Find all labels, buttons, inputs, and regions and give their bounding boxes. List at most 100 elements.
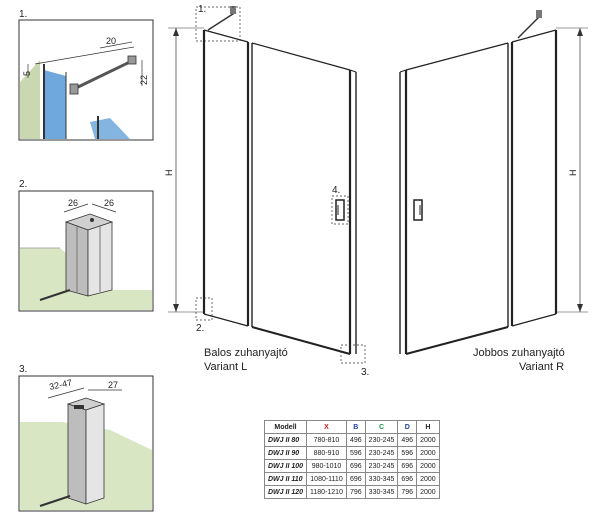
spec-value-cell: 330-345 — [364, 472, 399, 486]
spec-value-cell: 696 — [397, 472, 418, 486]
spec-value-cell: 230-245 — [364, 459, 399, 473]
detail-1-stabilizer-bar — [75, 58, 135, 90]
left-stabilizer-bar — [207, 11, 237, 31]
detail-2-dim-line-2 — [91, 203, 117, 213]
left-callout-box-2 — [195, 297, 213, 321]
spec-value-cell: 696 — [345, 459, 366, 473]
spec-value-cell: 230-245 — [364, 433, 399, 447]
right-height-label: H — [568, 170, 578, 177]
left-door-top — [251, 42, 351, 71]
detail-3-profile-left — [67, 403, 87, 505]
detail-2-dim-b: 26 — [104, 198, 114, 208]
detail-3-dim-line-1 — [47, 387, 85, 399]
detail-3: 3. 32-47 27 — [18, 364, 154, 512]
right-door-top — [405, 42, 509, 71]
spec-value-cell: 330-345 — [364, 485, 399, 499]
detail-3-dim-a: 32-47 — [48, 377, 73, 392]
right-door-variant: Variant R — [519, 361, 564, 373]
left-height-label: H — [164, 170, 174, 177]
left-callout-box-1 — [195, 6, 241, 42]
spec-value-cell: 2000 — [416, 433, 440, 447]
detail-1-dim-a: 20 — [106, 36, 116, 46]
left-callout-box-4 — [331, 195, 349, 225]
spec-header-cell: X — [306, 420, 347, 434]
spec-value-cell: 496 — [397, 433, 418, 447]
spec-value-cell: 2000 — [416, 472, 440, 486]
spec-value-cell: 796 — [397, 485, 418, 499]
spec-header-cell: D — [397, 420, 418, 434]
spec-model-cell: DWJ II 90 — [263, 446, 308, 460]
detail-1-glass-2 — [90, 118, 130, 139]
spec-value-cell: 2000 — [416, 485, 440, 499]
left-height-arrow-bottom — [173, 304, 179, 312]
spec-value-cell: 1180-1210 — [306, 485, 347, 499]
detail-2-dim-line-1 — [63, 203, 89, 213]
detail-3-dim-b: 27 — [108, 380, 118, 390]
detail-2: 2. 26 26 — [18, 179, 154, 312]
right-stabilizer-bracket — [536, 10, 542, 18]
spec-model-cell: DWJ II 80 — [263, 433, 308, 447]
right-door-handle — [413, 199, 423, 221]
spec-value-cell: 696 — [397, 459, 418, 473]
detail-1-number: 1. — [19, 9, 27, 20]
detail-1-dim-b: 5 — [22, 71, 32, 76]
spec-value-cell: 596 — [345, 446, 366, 460]
right-fixed-top — [511, 29, 557, 43]
right-height-arrow-bottom — [577, 304, 583, 312]
right-fixed-bottom — [511, 313, 557, 327]
left-height-arrow-top — [173, 28, 179, 36]
detail-1-wall-bracket — [127, 55, 137, 65]
spec-header-cell: B — [345, 420, 366, 434]
spec-model-cell: DWJ II 110 — [263, 472, 308, 486]
right-door-bottom — [405, 326, 509, 355]
spec-header-cell: C — [364, 420, 399, 434]
detail-3-glass-edge — [39, 495, 71, 507]
right-stabilizer-bar — [517, 15, 541, 39]
right-door-title: Jobbos zuhanyajtó — [473, 347, 565, 359]
left-stabilizer-bracket — [230, 6, 236, 14]
left-callout-4: 4. — [332, 185, 340, 196]
spec-value-cell: 2000 — [416, 459, 440, 473]
spec-model-cell: DWJ II 120 — [263, 485, 308, 499]
spec-value-cell: 496 — [345, 433, 366, 447]
left-door-bottom — [251, 326, 351, 355]
left-door-corner — [349, 69, 357, 73]
left-callout-2: 2. — [196, 323, 204, 334]
detail-1-dim-c: 22 — [139, 75, 149, 85]
left-door-title: Balos zuhanyajtó — [204, 347, 288, 359]
left-callout-1: 1. — [198, 4, 206, 15]
right-door-corner — [399, 69, 407, 73]
left-fixed-top — [203, 29, 249, 43]
spec-value-cell: 980-1010 — [306, 459, 347, 473]
spec-value-cell: 596 — [397, 446, 418, 460]
spec-value-cell: 1080-1110 — [306, 472, 347, 486]
detail-1-frame — [18, 19, 154, 141]
left-callout-box-3 — [340, 344, 366, 364]
spec-model-cell: DWJ II 100 — [263, 459, 308, 473]
detail-2-dim-a: 26 — [68, 198, 78, 208]
spec-header-cell: Modell — [263, 420, 308, 434]
right-height-arrow-top — [577, 28, 583, 36]
left-door: H 1. 2. 4. 3. Balos zuhanyajtó Variant L — [164, 4, 369, 378]
spec-value-cell: 880-910 — [306, 446, 347, 460]
detail-2-screw — [90, 218, 94, 222]
detail-1-wall — [20, 60, 40, 139]
detail-1-dim-line — [34, 46, 135, 65]
spec-value-cell: 796 — [345, 485, 366, 499]
detail-2-glass-edge — [39, 289, 71, 301]
spec-value-cell: 780-810 — [306, 433, 347, 447]
spec-value-cell: 2000 — [416, 446, 440, 460]
left-fixed-bottom — [203, 313, 249, 327]
detail-1-glass — [44, 70, 66, 139]
left-door-handle — [335, 199, 345, 221]
detail-3-number: 3. — [19, 364, 27, 375]
detail-1-bracket — [69, 83, 79, 95]
spec-value-cell: 696 — [345, 472, 366, 486]
